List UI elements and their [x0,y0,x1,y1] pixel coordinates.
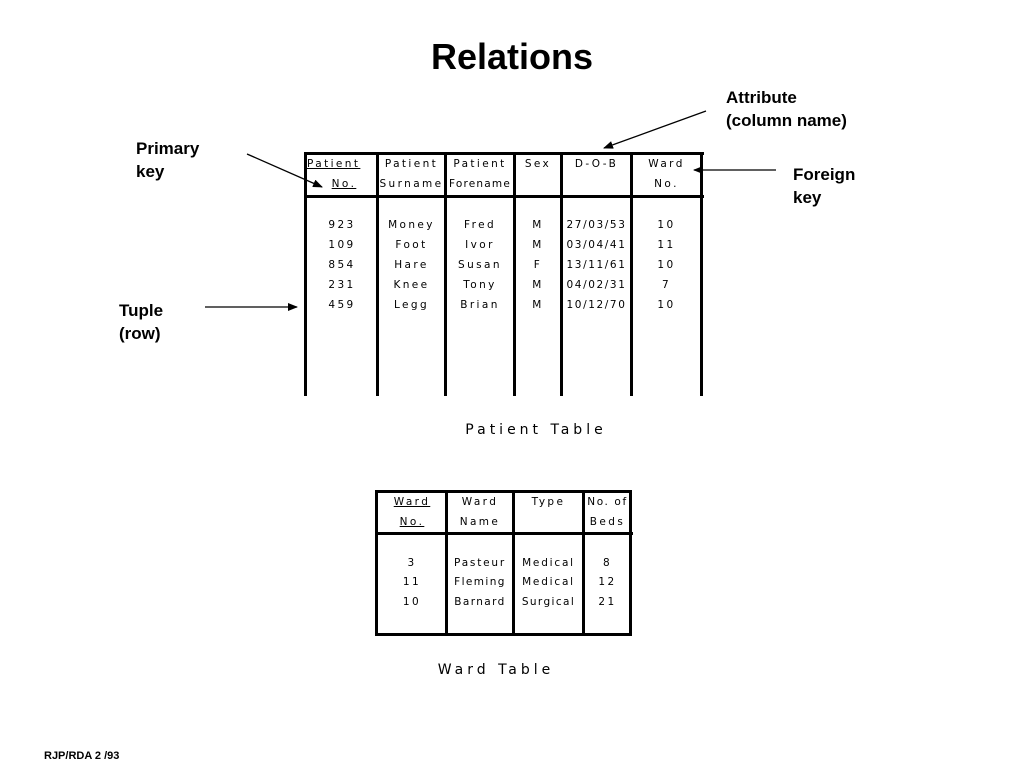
table-cell: M [532,279,544,291]
table-cell: 459 [328,299,356,311]
attribute-callout: Attribute (column name) [726,88,847,130]
table-cell: 21 [598,596,617,608]
table-cell: Barnard [454,596,506,608]
ward-header-ward-no-line2: No. [399,516,425,528]
primary-key-callout: Primary key [136,139,200,181]
table-cell: Brian [460,299,500,311]
table-cell: 11 [657,239,676,251]
attribute-arrow [603,110,707,149]
table-cell: Hare [394,259,429,271]
table-cell: 03/04/41 [566,239,627,251]
table-cell: Fred [463,219,497,231]
table-cell: Susan [458,259,502,271]
table-cell: 04/02/31 [566,279,627,291]
table-cell: 27/03/53 [566,219,627,231]
table-cell: Pasteur [454,557,506,569]
patient-header-patient-no-line1: Patient [307,158,361,170]
ward-header-beds-line1: No. of [587,496,628,508]
table-cell: Surgical [521,596,576,608]
table-cell: 3 [407,557,417,569]
table-cell: Tony [463,279,497,291]
table-cell: 854 [328,259,356,271]
table-cell: Legg [393,299,430,311]
ward-header-ward-name-line1: Ward [461,496,499,508]
ward-header-beds-line2: Beds [589,516,626,528]
table-cell: 923 [328,219,356,231]
table-cell: M [532,299,544,311]
table-cell: F [533,259,543,271]
ward-header-ward-no-line1: Ward [393,496,431,508]
patient-header-forename-line2: Forename [448,178,511,190]
patient-header-surname-line2: Surname [379,178,444,190]
table-cell: Money [388,219,435,231]
tuple-callout: Tuple (row) [119,301,164,343]
table-cell: M [532,239,544,251]
table-cell: 11 [402,576,422,588]
patient-header-dob: D-O-B [574,158,619,170]
table-cell: 10 [402,596,422,608]
table-cell: Medical [522,557,575,569]
table-cell: 109 [328,239,356,251]
patient-header-surname-line1: Patient [384,158,439,170]
patient-header-ward-no-line1: Ward [648,158,685,170]
table-cell: 12 [598,576,617,588]
table-cell: Medical [522,576,575,588]
patient-table: Patient No. Patient Surname Patient Fore… [304,152,704,396]
table-cell: Knee [393,279,430,291]
table-cell: 8 [602,557,613,569]
table-cell: 7 [661,279,672,291]
ward-header-ward-name-line2: Name [459,516,501,528]
slide-footer: RJP/RDA 2 /93 [44,750,120,762]
table-cell: 10 [657,219,676,231]
table-cell: 10 [657,259,676,271]
table-cell: 13/11/61 [566,259,627,271]
patient-header-ward-no-line2: No. [654,178,679,190]
slide-title: Relations [430,36,594,77]
table-cell: Foot [395,239,428,251]
table-cell: 231 [328,279,356,291]
primary-key-arrow [246,153,323,188]
patient-table-caption: Patient Table [465,422,607,438]
patient-header-forename-line1: Patient [453,158,507,170]
table-cell: 10/12/70 [566,299,627,311]
table-cell: M [532,219,544,231]
patient-header-patient-no-line2: No. [331,178,357,190]
ward-table: Ward No. Ward Name Type No. of Beds 3 Pa… [375,490,633,638]
foreign-key-callout: Foreign key [793,165,856,207]
table-cell: 10 [657,299,676,311]
patient-header-sex: Sex [524,158,552,170]
table-cell: Ivor [465,239,495,251]
patient-table-grid [304,152,704,396]
ward-header-type: Type [531,496,566,508]
ward-table-grid [375,490,633,636]
ward-table-caption: Ward Table [437,662,555,678]
table-cell: Fleming [454,576,506,588]
